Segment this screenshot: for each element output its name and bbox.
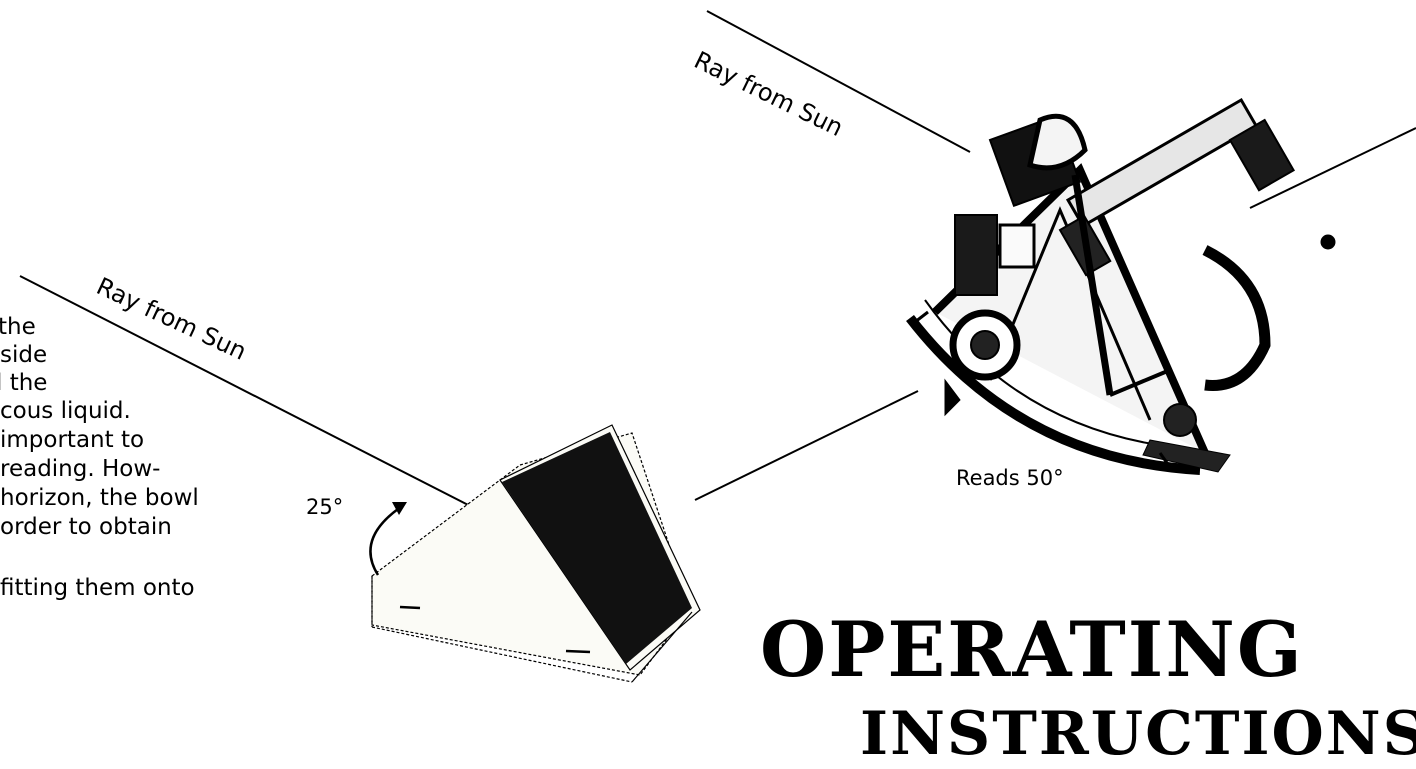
body-text-line: cous liquid. xyxy=(0,398,131,424)
body-text-line: order to obtain xyxy=(0,514,172,540)
angle-label: 25° xyxy=(306,495,344,519)
body-text-line: horizon, the bowl xyxy=(0,485,199,511)
sextant-reading-label: Reads 50° xyxy=(956,466,1064,490)
sun-ray-right xyxy=(706,10,971,153)
sun-ray-diagram xyxy=(19,10,1416,683)
body-text-line: the xyxy=(0,314,36,340)
body-text-line: l the xyxy=(0,370,48,396)
reflected-ray xyxy=(694,390,919,501)
angle-arrow-icon xyxy=(369,502,407,576)
section-heading-subtitle: INSTRUCTIONS xyxy=(860,699,1416,769)
sun-ray-left xyxy=(19,275,479,511)
artificial-horizon-icon xyxy=(371,424,701,683)
body-text-line: side xyxy=(0,342,48,368)
sight-line xyxy=(1249,127,1416,209)
body-text-line: important to xyxy=(0,427,145,453)
section-heading-title: OPERATING xyxy=(760,605,1304,694)
sextant-icon xyxy=(906,97,1336,475)
body-text-line: fitting them onto xyxy=(0,575,195,601)
instruction-page: the side l the cous liquid. important to… xyxy=(0,10,1416,764)
body-text-line: reading. How- xyxy=(0,456,161,482)
